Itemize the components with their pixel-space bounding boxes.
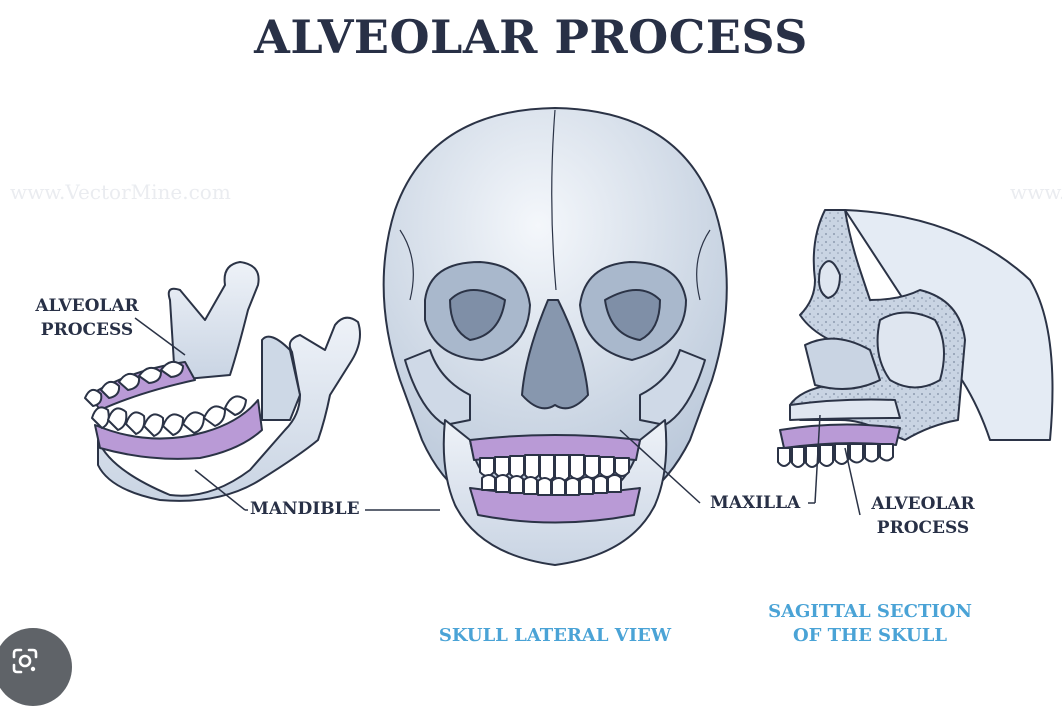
label-alveolar-process-left: ALVEOLAR PROCESS: [22, 294, 152, 342]
anatomy-illustration: [84, 107, 1054, 566]
label-alveolar-process-left-line2: PROCESS: [40, 320, 134, 340]
diagram-title: ALVEOLAR PROCESS: [254, 10, 808, 64]
lens-search-button[interactable]: [0, 628, 72, 706]
label-alveolar-process-right-line1: ALVEOLAR: [871, 494, 975, 514]
label-mandible: MANDIBLE: [250, 499, 360, 519]
mandible-illustration: [84, 261, 361, 511]
skull-illustration: [365, 107, 728, 566]
sagittal-section-illustration: [777, 209, 1054, 516]
caption-sagittal-line2: OF THE SKULL: [792, 625, 948, 646]
watermark-left: www.VectorMine.com: [10, 180, 231, 204]
caption-sagittal-section: SAGITTAL SECTION OF THE SKULL: [760, 600, 980, 648]
label-alveolar-process-right: ALVEOLAR PROCESS: [858, 492, 988, 540]
label-alveolar-process-left-line1: ALVEOLAR: [35, 296, 139, 316]
label-maxilla: MAXILLA: [710, 493, 801, 513]
caption-skull-lateral-view: SKULL LATERAL VIEW: [438, 625, 672, 646]
watermark-right: www.VectorMine.com: [1010, 180, 1062, 204]
caption-sagittal-line1: SAGITTAL SECTION: [768, 601, 972, 622]
google-lens-icon: [12, 648, 38, 674]
label-alveolar-process-right-line2: PROCESS: [876, 518, 970, 538]
